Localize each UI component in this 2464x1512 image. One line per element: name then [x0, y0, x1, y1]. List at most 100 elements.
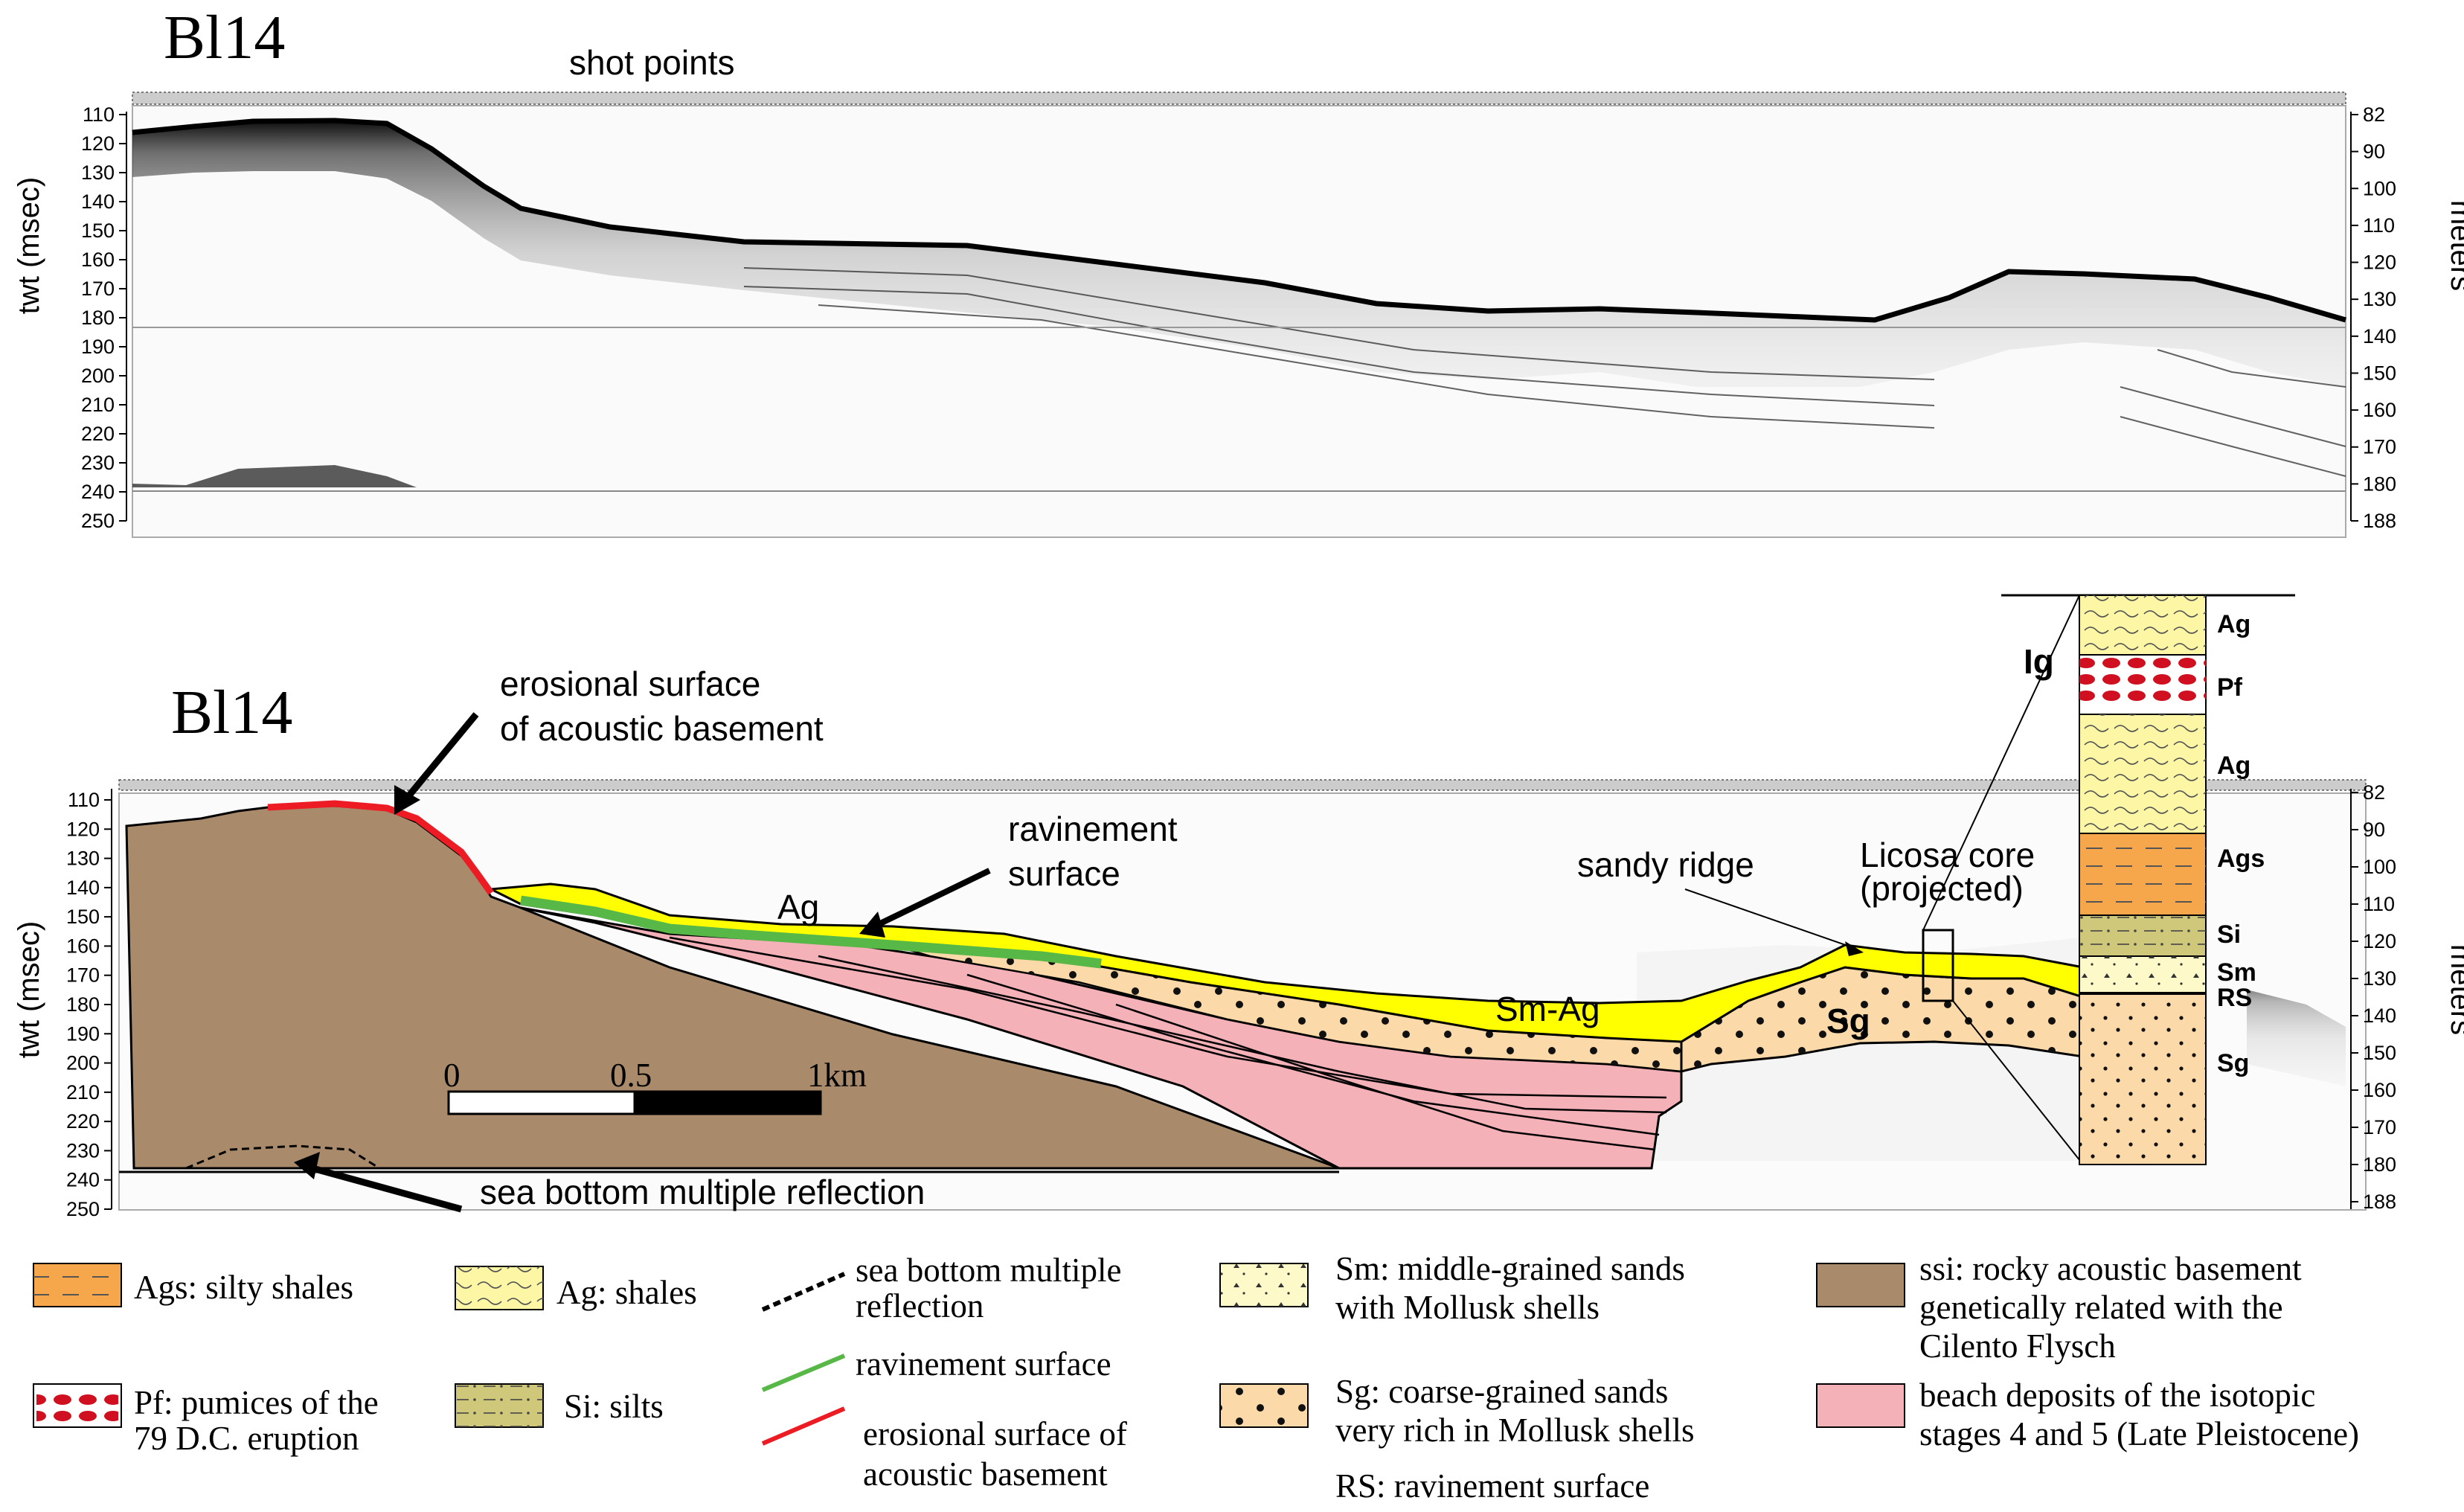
bottom-left-tick-label: 220 — [66, 1110, 100, 1133]
legend: Ags: silty shales Pf: pumices of the 79 … — [33, 1250, 2359, 1505]
top-left-tick-label: 190 — [81, 336, 115, 358]
legend-erosional-line2: acoustic basement — [863, 1455, 1108, 1493]
bottom-panel-title: Bl14 — [171, 678, 292, 747]
bottom-y-right-label: meters — [2445, 944, 2464, 1035]
legend-sm-line2: with Mollusk shells — [1335, 1289, 1600, 1326]
ag-label: Ag — [777, 888, 819, 926]
sandy-ridge-arrowhead — [1845, 941, 1864, 956]
top-seafloor-line — [132, 118, 2346, 323]
shot-points-bar-bottom — [118, 779, 2367, 791]
legend-si: Si: silts — [564, 1388, 664, 1425]
legend-beach-line2: stages 4 and 5 (Late Pleistocene) — [1919, 1415, 2359, 1452]
legend-rs: RS: ravinement surface — [1335, 1467, 1649, 1505]
multiple-reflection-dashed — [185, 1144, 380, 1170]
legend-ag: Ag: shales — [556, 1274, 697, 1311]
top-left-tick-label: 160 — [81, 249, 115, 271]
core-label-ags: Ags — [2217, 845, 2265, 873]
top-left-tick-label: 130 — [81, 161, 115, 184]
erosional-surface-red — [267, 800, 494, 895]
erosional-annotation-line1: erosional surface — [500, 664, 760, 703]
ravinement-arrow — [873, 868, 991, 929]
bottom-left-tick-label: 180 — [66, 993, 100, 1016]
scale-bar: 0 0.5 1km — [443, 1057, 867, 1115]
top-left-tick-label: 200 — [81, 365, 115, 387]
legend-pf-line1: Pf: pumices of the — [134, 1384, 379, 1421]
sg-sand-ridge-dots — [1681, 967, 2083, 1071]
legend-ags: Ags: silty shales — [134, 1269, 353, 1306]
top-multiple-reflection — [132, 465, 417, 487]
legend-sg-line1: Sg: coarse-grained sands — [1335, 1373, 1668, 1410]
top-right-tick-label: 90 — [2363, 141, 2385, 163]
ravinement-annotation-line1: ravinement — [1008, 810, 1178, 848]
top-right-tick-label: 188 — [2363, 510, 2396, 532]
erosional-arrow — [402, 712, 479, 802]
bottom-left-tick-label: 250 — [66, 1198, 100, 1220]
bottom-right-tick-label: 160 — [2363, 1079, 2396, 1101]
top-right-tick-label: 170 — [2363, 436, 2396, 458]
scale-label-1km: 1km — [807, 1057, 867, 1094]
core-label-sg: Sg — [2217, 1049, 2249, 1077]
licosa-core-box — [1922, 929, 1954, 1002]
legend-swatch-ssi — [1816, 1263, 1905, 1307]
ravinement-arrowhead — [859, 912, 885, 938]
top-right-tick-label: 100 — [2363, 177, 2396, 199]
licosa-label-line1: Licosa core — [1860, 836, 2035, 874]
scale-label-0: 0 — [443, 1057, 461, 1094]
legend-beach-line1: beach deposits of the isotopic — [1919, 1377, 2315, 1414]
top-right-tick-label: 110 — [2363, 214, 2395, 237]
legend-multiple-line1: sea bottom multiple — [856, 1252, 1121, 1289]
top-left-tick-label: 150 — [81, 220, 115, 242]
sg-label: Sg — [1826, 1002, 1870, 1040]
top-right-tick-label: 140 — [2363, 325, 2396, 347]
core-label-sm: Sm — [2217, 958, 2256, 987]
top-left-tick-label: 230 — [81, 452, 115, 474]
top-seismic-panel: Bl14 shot points 11012013014015016017018… — [13, 3, 2464, 538]
top-left-tick-label: 240 — [81, 481, 115, 503]
bottom-right-tick-label: 100 — [2363, 856, 2396, 878]
sea-bottom-multiple-label: sea bottom multiple reflection — [480, 1173, 925, 1211]
top-left-tick-label: 140 — [81, 190, 115, 213]
legend-swatch-ravinement — [761, 1354, 846, 1392]
ravinement-surface-green — [520, 895, 1102, 969]
beach-internal-boundaries — [669, 936, 1667, 1151]
core-label-ag2: Ag — [2217, 752, 2250, 780]
top-right-tick-label: 160 — [2363, 399, 2396, 421]
shot-points-label: shot points — [569, 43, 734, 82]
legend-ssi-line1: ssi: rocky acoustic basement — [1919, 1250, 2302, 1287]
legend-ravinement: ravinement surface — [856, 1345, 1111, 1383]
sandy-ridge-label: sandy ridge — [1577, 845, 1754, 884]
top-right-tick-label: 130 — [2363, 288, 2396, 310]
legend-sm-line1: Sm: middle-grained sands — [1335, 1250, 1685, 1287]
bottom-left-tick-label: 210 — [66, 1081, 100, 1103]
top-right-tick-label: 180 — [2363, 472, 2396, 495]
erosional-arrowhead — [394, 785, 420, 815]
ig-label: Ig — [2024, 642, 2054, 681]
top-left-tick-label: 110 — [83, 103, 115, 126]
core-label-rs: RS — [2217, 984, 2252, 1012]
sg-sand-dots-left — [893, 945, 1681, 1071]
legend-ssi-line2: genetically related with the — [1919, 1289, 2283, 1326]
bottom-left-tick-label: 120 — [66, 818, 100, 840]
erosional-annotation-line2: of acoustic basement — [500, 709, 824, 748]
top-left-axis: 1101201301401501601701801902002102202302… — [81, 103, 127, 532]
top-panel-title: Bl14 — [164, 3, 285, 72]
shot-points-bar — [132, 92, 2346, 105]
bottom-y-left-label: twt (msec) — [13, 921, 45, 1058]
bottom-left-tick-label: 240 — [66, 1169, 100, 1191]
legend-sg-line2: very rich in Mollusk shells — [1335, 1412, 1694, 1449]
top-left-tick-label: 250 — [81, 510, 115, 532]
top-right-tick-label: 82 — [2363, 103, 2385, 126]
sm-ag-label: Sm-Ag — [1495, 990, 1600, 1028]
bottom-right-tick-label: 150 — [2363, 1042, 2396, 1064]
multiple-arrowhead — [294, 1152, 320, 1179]
bottom-right-tick-label: 188 — [2363, 1191, 2396, 1213]
bottom-left-tick-label: 140 — [66, 877, 100, 899]
legend-swatch-multiple — [761, 1272, 846, 1312]
bottom-right-tick-label: 140 — [2363, 1005, 2396, 1027]
scale-label-05: 0.5 — [610, 1057, 652, 1094]
legend-pf-line2: 79 D.C. eruption — [134, 1420, 359, 1457]
bottom-right-tick-label: 130 — [2363, 967, 2396, 990]
